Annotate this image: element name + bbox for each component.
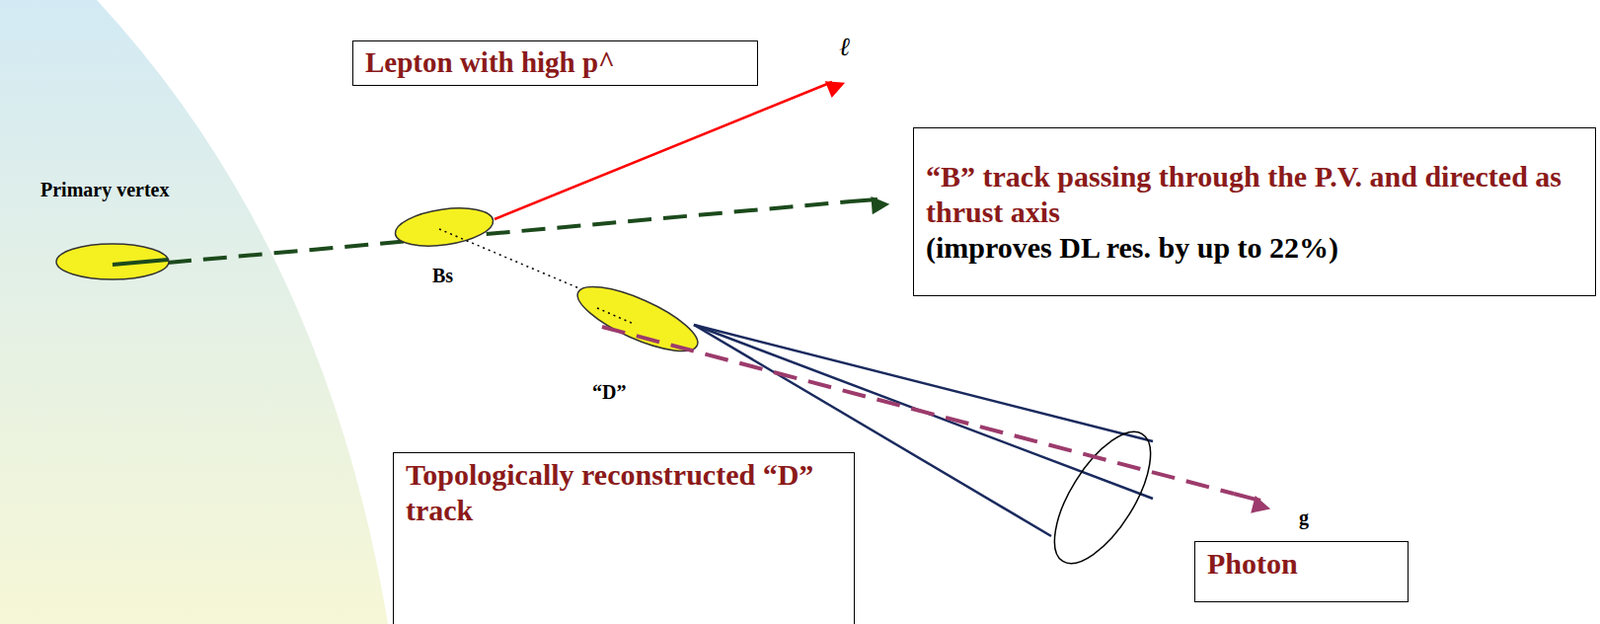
lepton-track bbox=[494, 81, 833, 220]
photon-symbol: g bbox=[1298, 506, 1309, 529]
flight-line bbox=[597, 307, 634, 324]
box-text: Photon bbox=[1207, 545, 1396, 582]
primary-vertex bbox=[56, 243, 169, 280]
vertex-label: Primary vertex bbox=[40, 178, 169, 201]
bs-vertex bbox=[392, 202, 496, 252]
photon-box: Photon bbox=[1194, 540, 1409, 603]
vertex-label: Bs bbox=[432, 264, 454, 287]
box-text: (improves DL res. by up to 22%) bbox=[925, 229, 1584, 266]
background-panel bbox=[0, 0, 388, 624]
b-track-box: “B” track passing through the P.V. and d… bbox=[913, 127, 1597, 297]
d-track-box: Topologically reconstructed “D” track bbox=[392, 452, 855, 624]
box-text: Lepton with high p^ bbox=[365, 45, 746, 80]
d-track bbox=[693, 324, 1153, 442]
jet-cone bbox=[1036, 417, 1170, 579]
d-direction-head bbox=[1233, 493, 1261, 501]
box-text: “B” track passing through the P.V. and d… bbox=[925, 158, 1584, 230]
b-track-head bbox=[850, 199, 878, 202]
b-track bbox=[167, 201, 851, 263]
lepton-symbol: ℓ bbox=[838, 33, 850, 63]
vertex-label: “D” bbox=[592, 380, 626, 403]
lepton-box: Lepton with high p^ bbox=[352, 40, 759, 86]
b-track-start bbox=[112, 259, 168, 265]
box-text: Topologically reconstructed “D” track bbox=[405, 457, 842, 529]
